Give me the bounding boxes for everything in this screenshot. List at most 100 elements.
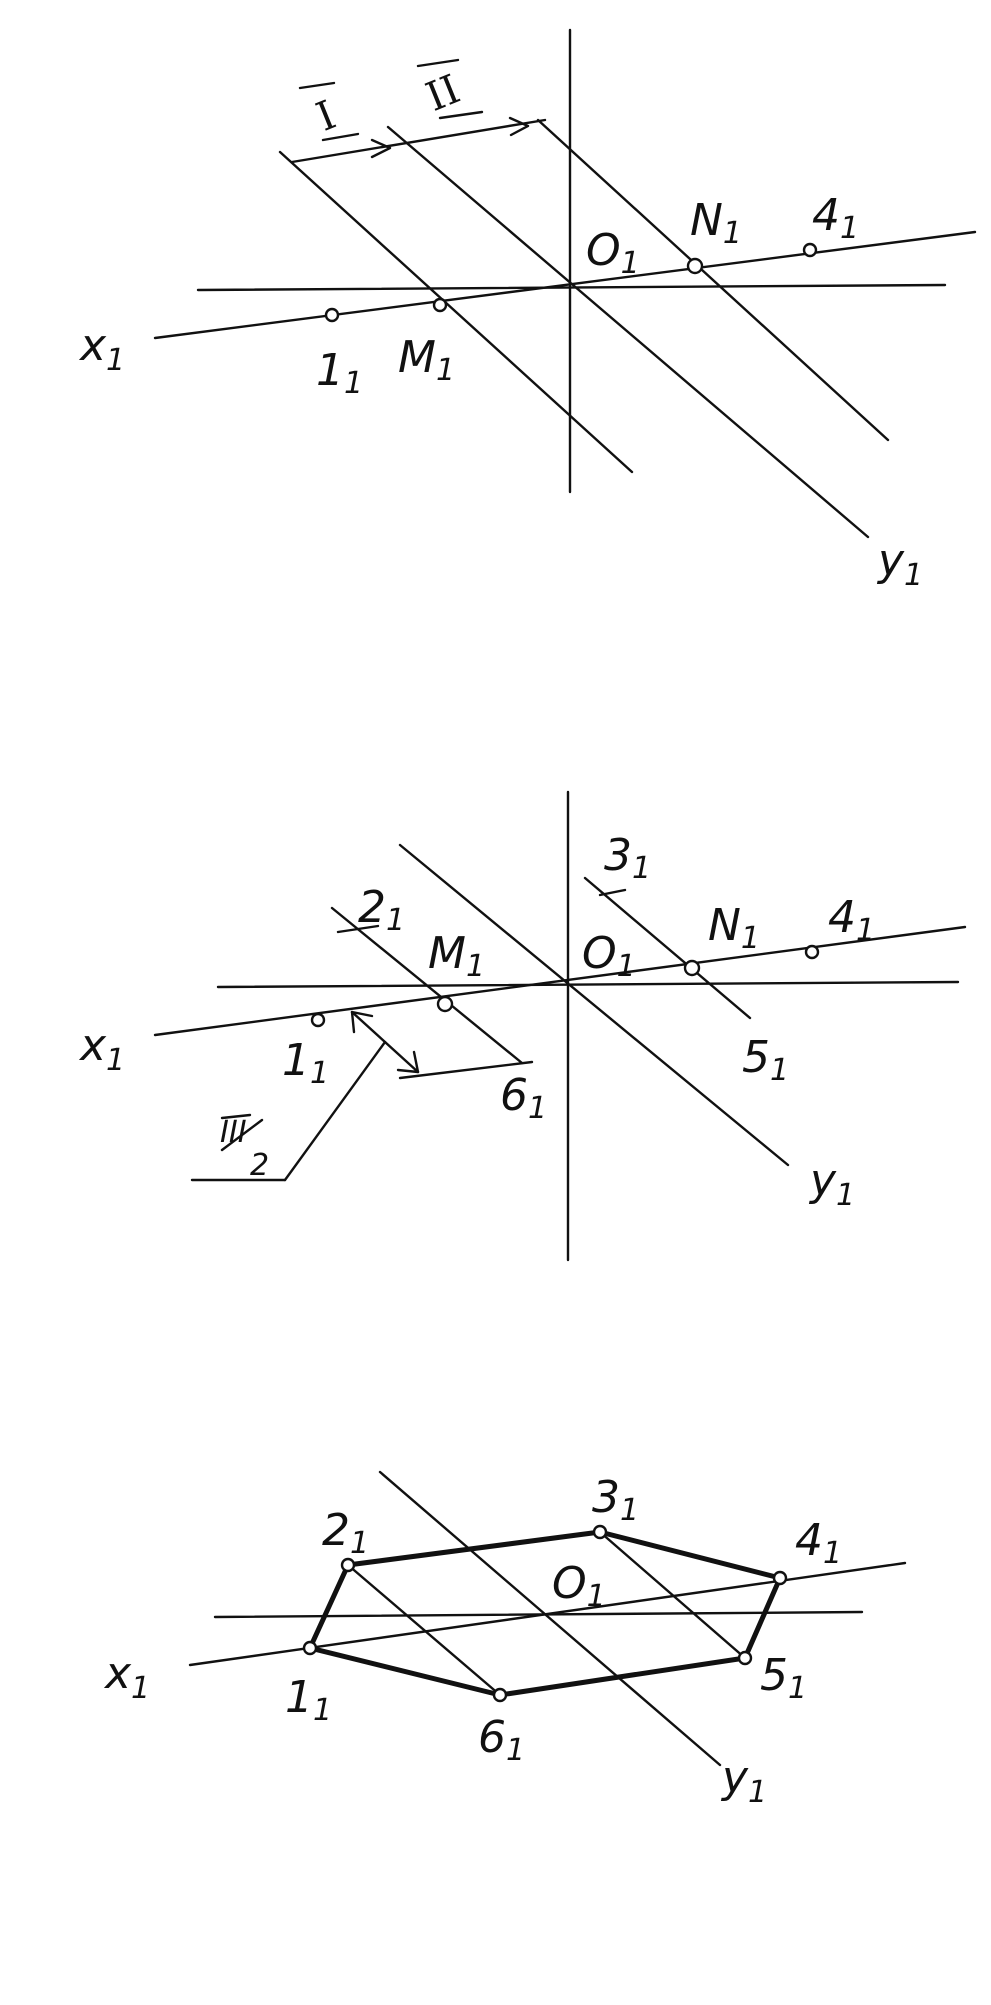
point-m-subscript: 1 [436,353,455,388]
leader-line [283,1040,387,1182]
point-n-subscript: 1 [723,216,742,251]
point-m-subscript: 1 [466,949,485,984]
dimension-line [290,118,547,164]
point-4 [804,944,820,960]
vertex-4 [772,1570,788,1586]
vertex-2 [340,1557,356,1573]
svg-text:y1: y1 [876,535,923,593]
origin-subscript: 1 [621,246,640,281]
y-axis-label: y [720,1752,749,1803]
x1-axis [153,925,967,1037]
vertex-3-label: 3 [592,1472,620,1523]
svg-text:51: 51 [760,1650,807,1706]
vertex-6-subscript: 1 [506,1733,525,1768]
point-m1 [436,995,454,1013]
x-axis-subscript: 1 [131,1671,150,1706]
point-4-label: 4 [828,892,856,943]
vertex-6 [492,1687,508,1703]
parallel-through-m1 [278,150,634,474]
vertex-1 [302,1640,318,1656]
y1-axis [378,1470,722,1767]
y1-axis [398,843,790,1167]
figure-2: III 2 x1 11 21 M1 O1 31 N1 41 51 61 y1 [78,790,967,1262]
dimension-label-1: I [310,92,342,141]
svg-text:61: 61 [500,1070,547,1126]
point-1-subscript: 1 [310,1056,329,1091]
origin-subscript: 1 [617,949,636,984]
figure-3: x1 11 21 31 41 51 61 O1 y1 [103,1470,907,1810]
point-5-subscript: 1 [770,1053,789,1088]
x-axis-label: x [103,1648,132,1699]
dimension-arrow-head-top [350,1010,374,1034]
svg-text:11: 11 [285,1672,332,1728]
svg-text:11: 11 [282,1035,329,1091]
y-axis-subscript: 1 [748,1775,767,1810]
x-axis-label: x [78,1020,107,1071]
svg-text:31: 31 [592,1472,639,1528]
y-axis-label: y [876,535,905,586]
svg-text:41: 41 [795,1515,842,1571]
horizontal-line [216,980,960,989]
origin-label: O [586,225,621,276]
dimension-overbar-2 [416,58,460,68]
fraction-bottom: 2 [250,1148,269,1183]
svg-text:N1: N1 [690,195,742,251]
parallel-through-n1 [536,118,890,442]
dimension-arrow-head-bottom [396,1050,420,1074]
x1-axis [153,230,977,340]
dimension-arrow-left [370,138,392,159]
svg-text:41: 41 [828,892,875,948]
vertex-1-label: 1 [285,1672,313,1723]
x1-axis [188,1561,907,1667]
tick-6 [398,1060,534,1080]
fraction-top: III [220,1115,247,1150]
point-1 [310,1012,326,1028]
point-2-subscript: 1 [386,903,405,938]
diagonal-2-6 [346,1563,502,1697]
vertex-5-label: 5 [760,1650,788,1701]
y-axis-label: y [808,1155,837,1206]
vertex-3 [592,1524,608,1540]
vertex-5-subscript: 1 [788,1671,807,1706]
vertex-5 [737,1650,753,1666]
point-n-subscript: 1 [741,921,760,956]
y-axis-subscript: 1 [904,558,923,593]
segment-2-6 [330,906,524,1065]
svg-text:11: 11 [316,345,363,401]
origin-subscript: 1 [587,1579,606,1614]
point-6-subscript: 1 [528,1091,547,1126]
tick-3 [598,888,627,897]
svg-text:31: 31 [604,830,651,886]
point-4-subscript: 1 [840,211,859,246]
svg-text:51: 51 [742,1032,789,1088]
origin-label: O [582,928,617,979]
point-1-label: 1 [316,345,344,396]
svg-text:x1: x1 [78,320,125,378]
dimension-label-2: II [420,66,467,120]
point-n1 [683,959,701,977]
fraction-overbar [220,1113,252,1120]
point-4 [802,242,818,258]
vertex-4-subscript: 1 [823,1536,842,1571]
dimension-overbar-1 [298,81,336,90]
dimension-underbar-2 [438,110,484,120]
segment-3-5 [583,876,752,1020]
vertex-3-subscript: 1 [620,1493,639,1528]
point-m-label: M [428,928,466,979]
x-axis-subscript: 1 [106,1043,125,1078]
svg-text:y1: y1 [808,1155,855,1213]
x-axis-subscript: 1 [106,343,125,378]
vertex-2-subscript: 1 [350,1526,369,1561]
point-3-subscript: 1 [632,851,651,886]
svg-text:N1: N1 [708,900,760,956]
vertex-1-subscript: 1 [313,1693,332,1728]
origin-label: O [552,1558,587,1609]
y1-axis [386,125,870,539]
svg-text:O1: O1 [582,928,636,984]
diagonal-3-5 [598,1530,747,1660]
fraction-slash [220,1118,264,1152]
dimension-underbar-1 [321,132,360,142]
svg-text:O1: O1 [552,1558,606,1614]
point-m-label: M [398,332,436,383]
